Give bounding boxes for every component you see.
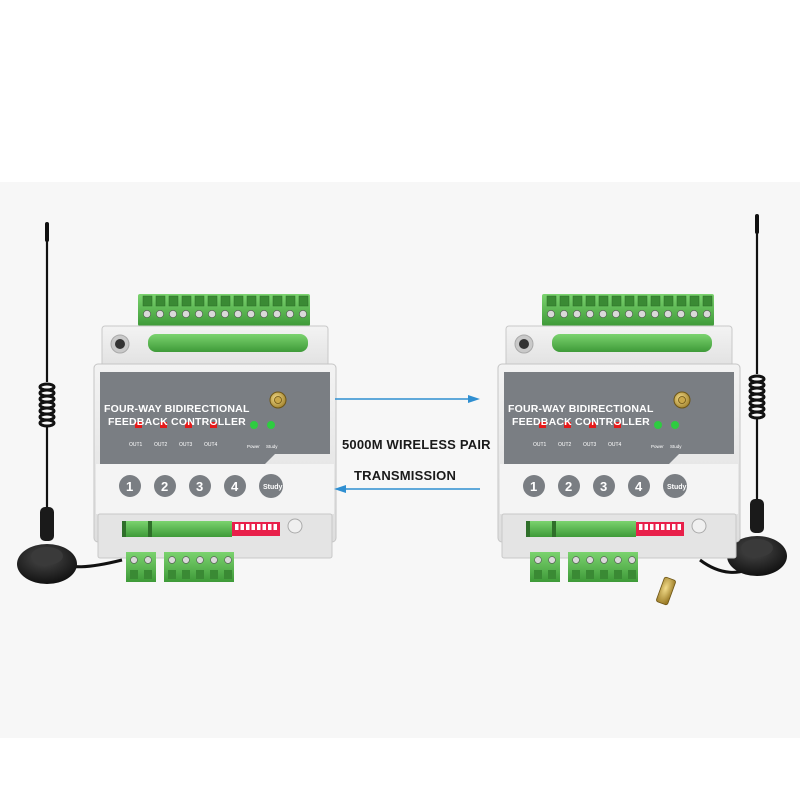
study-led-label: Study (266, 444, 278, 449)
power-led-label: Power (651, 444, 664, 449)
device-title-line1: FOUR-WAY BIDIRECTIONAL (508, 403, 654, 415)
out4-label: OUT4 (204, 442, 218, 448)
study-led-label: Study (670, 444, 682, 449)
device-title-line2: FEEDBACK CONTROLLER (512, 416, 650, 428)
left-controller-device (93, 293, 337, 583)
antenna-icon (15, 220, 79, 586)
out4-label: OUT4 (608, 442, 622, 448)
button-2-label: 2 (565, 479, 572, 494)
right-device-labels: FOUR-WAY BIDIRECTIONAL FEEDBACK CONTROLL… (508, 403, 687, 494)
button-1-label: 1 (530, 479, 537, 494)
out1-label: OUT1 (129, 442, 143, 448)
arrow-right-icon (335, 395, 480, 403)
out1-label: OUT1 (533, 442, 547, 448)
power-led-label: Power (247, 444, 260, 449)
out3-label: OUT3 (583, 442, 597, 448)
button-4-label: 4 (635, 479, 643, 494)
left-device-labels: FOUR-WAY BIDIRECTIONAL FEEDBACK CONTROLL… (104, 403, 283, 494)
device-title-line1: FOUR-WAY BIDIRECTIONAL (104, 403, 250, 415)
button-study-label: Study (263, 484, 283, 491)
button-3-label: 3 (600, 479, 607, 494)
button-3-label: 3 (196, 479, 203, 494)
button-4-label: 4 (231, 479, 239, 494)
button-1-label: 1 (126, 479, 133, 494)
caption-line1: 5000M WIRELESS PAIR (342, 437, 491, 452)
out3-label: OUT3 (179, 442, 193, 448)
right-controller-device (497, 293, 741, 583)
button-study-label: Study (667, 484, 687, 491)
arrow-left-icon (334, 485, 480, 493)
out2-label: OUT2 (154, 442, 168, 448)
caption-line2: TRANSMISSION (354, 468, 457, 483)
device-title-line2: FEEDBACK CONTROLLER (108, 416, 246, 428)
button-2-label: 2 (161, 479, 168, 494)
sma-connector-icon (656, 576, 676, 606)
out2-label: OUT2 (558, 442, 572, 448)
